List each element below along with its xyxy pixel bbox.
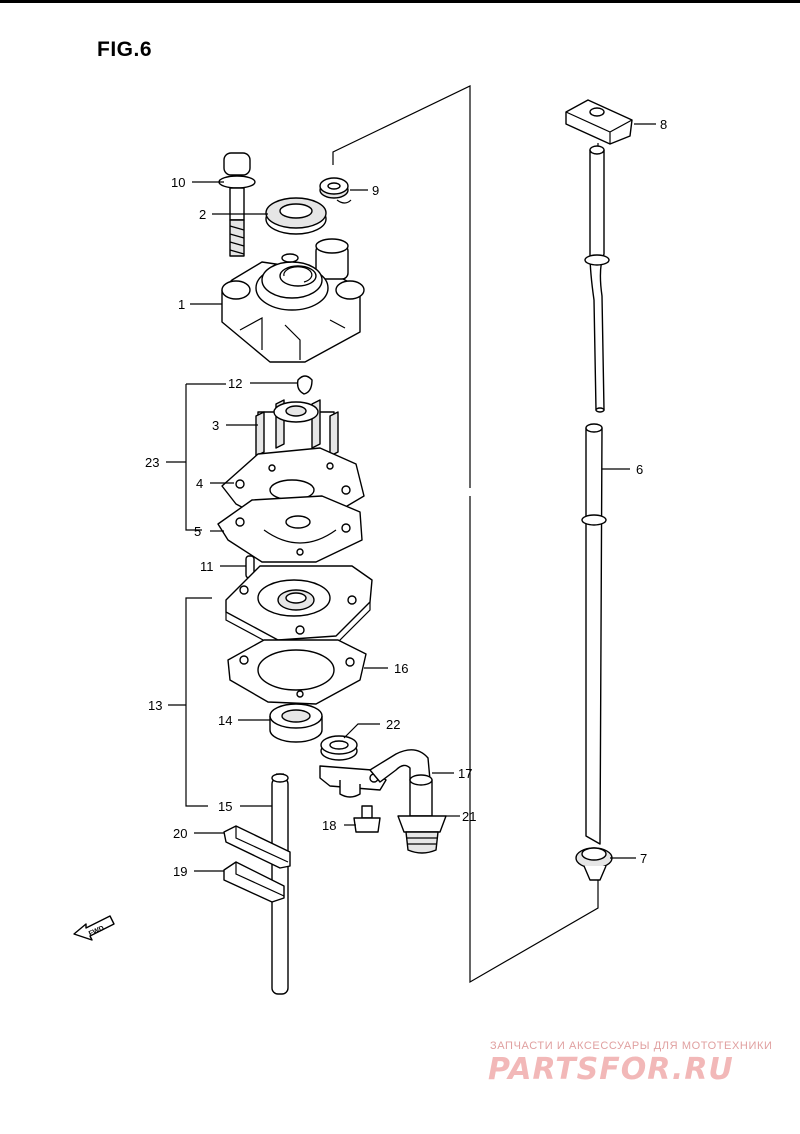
- callout-2: 2: [199, 207, 206, 222]
- assembly-frame-lines: [332, 85, 599, 984]
- part-21-grommet: [397, 815, 447, 854]
- part-8-cap: [565, 99, 633, 145]
- callout-9: 9: [372, 183, 379, 198]
- callout-16: 16: [394, 661, 408, 676]
- top-border: [0, 0, 800, 3]
- callout-6: 6: [636, 462, 643, 477]
- part-13-housing: [225, 565, 373, 649]
- part-18-bolt: [353, 805, 381, 833]
- callout-19: 19: [173, 864, 187, 879]
- arrow-left-icon: [73, 915, 115, 941]
- part-6-tube-upper: [584, 145, 610, 413]
- callout-21: 21: [462, 809, 476, 824]
- fwd-marker: FWD: [73, 915, 115, 941]
- callout-17: 17: [458, 766, 472, 781]
- part-2-seal: [265, 197, 327, 235]
- callout-8: 8: [660, 117, 667, 132]
- part-16-gasket: [227, 639, 367, 705]
- callout-labels: 10 2 9 1 8 12 3 23 4 6 5 11 16 13 14 22 …: [145, 117, 667, 879]
- callout-22: 22: [386, 717, 400, 732]
- callout-13: 13: [148, 698, 162, 713]
- part-14-seal: [269, 703, 323, 743]
- callout-20: 20: [173, 826, 187, 841]
- part-17-elbow-pipe: [319, 749, 433, 817]
- leader-lines: [166, 123, 656, 872]
- callout-4: 4: [196, 476, 203, 491]
- watermark-caption: ЗАПЧАСТИ И АКСЕССУАРЫ ДЛЯ МОТОТЕХНИКИ: [490, 1040, 773, 1052]
- part-12-key: [296, 375, 313, 395]
- part-5-gasket: [217, 495, 363, 563]
- callout-3: 3: [212, 418, 219, 433]
- figure-title: FIG.6: [97, 38, 153, 61]
- part-6-tube-lower: [581, 423, 607, 845]
- callout-14: 14: [218, 713, 232, 728]
- part-10-bolt: [218, 152, 256, 257]
- callout-18: 18: [322, 818, 336, 833]
- callout-11: 11: [200, 559, 214, 574]
- callout-12: 12: [228, 376, 242, 391]
- part-19-clip: [223, 861, 285, 903]
- part-7-grommet: [575, 847, 613, 881]
- part-20-clip: [223, 825, 291, 869]
- part-22-o-ring: [320, 735, 358, 761]
- callout-10: 10: [171, 175, 185, 190]
- part-9-grommet: [319, 177, 352, 204]
- callout-15: 15: [218, 799, 232, 814]
- watermark-logo: PARTSFOR.RU: [488, 1052, 734, 1087]
- callout-5: 5: [194, 524, 201, 539]
- callout-1: 1: [178, 297, 185, 312]
- part-1-pump-case: [221, 238, 365, 363]
- callout-23: 23: [145, 455, 159, 470]
- callout-7: 7: [640, 851, 647, 866]
